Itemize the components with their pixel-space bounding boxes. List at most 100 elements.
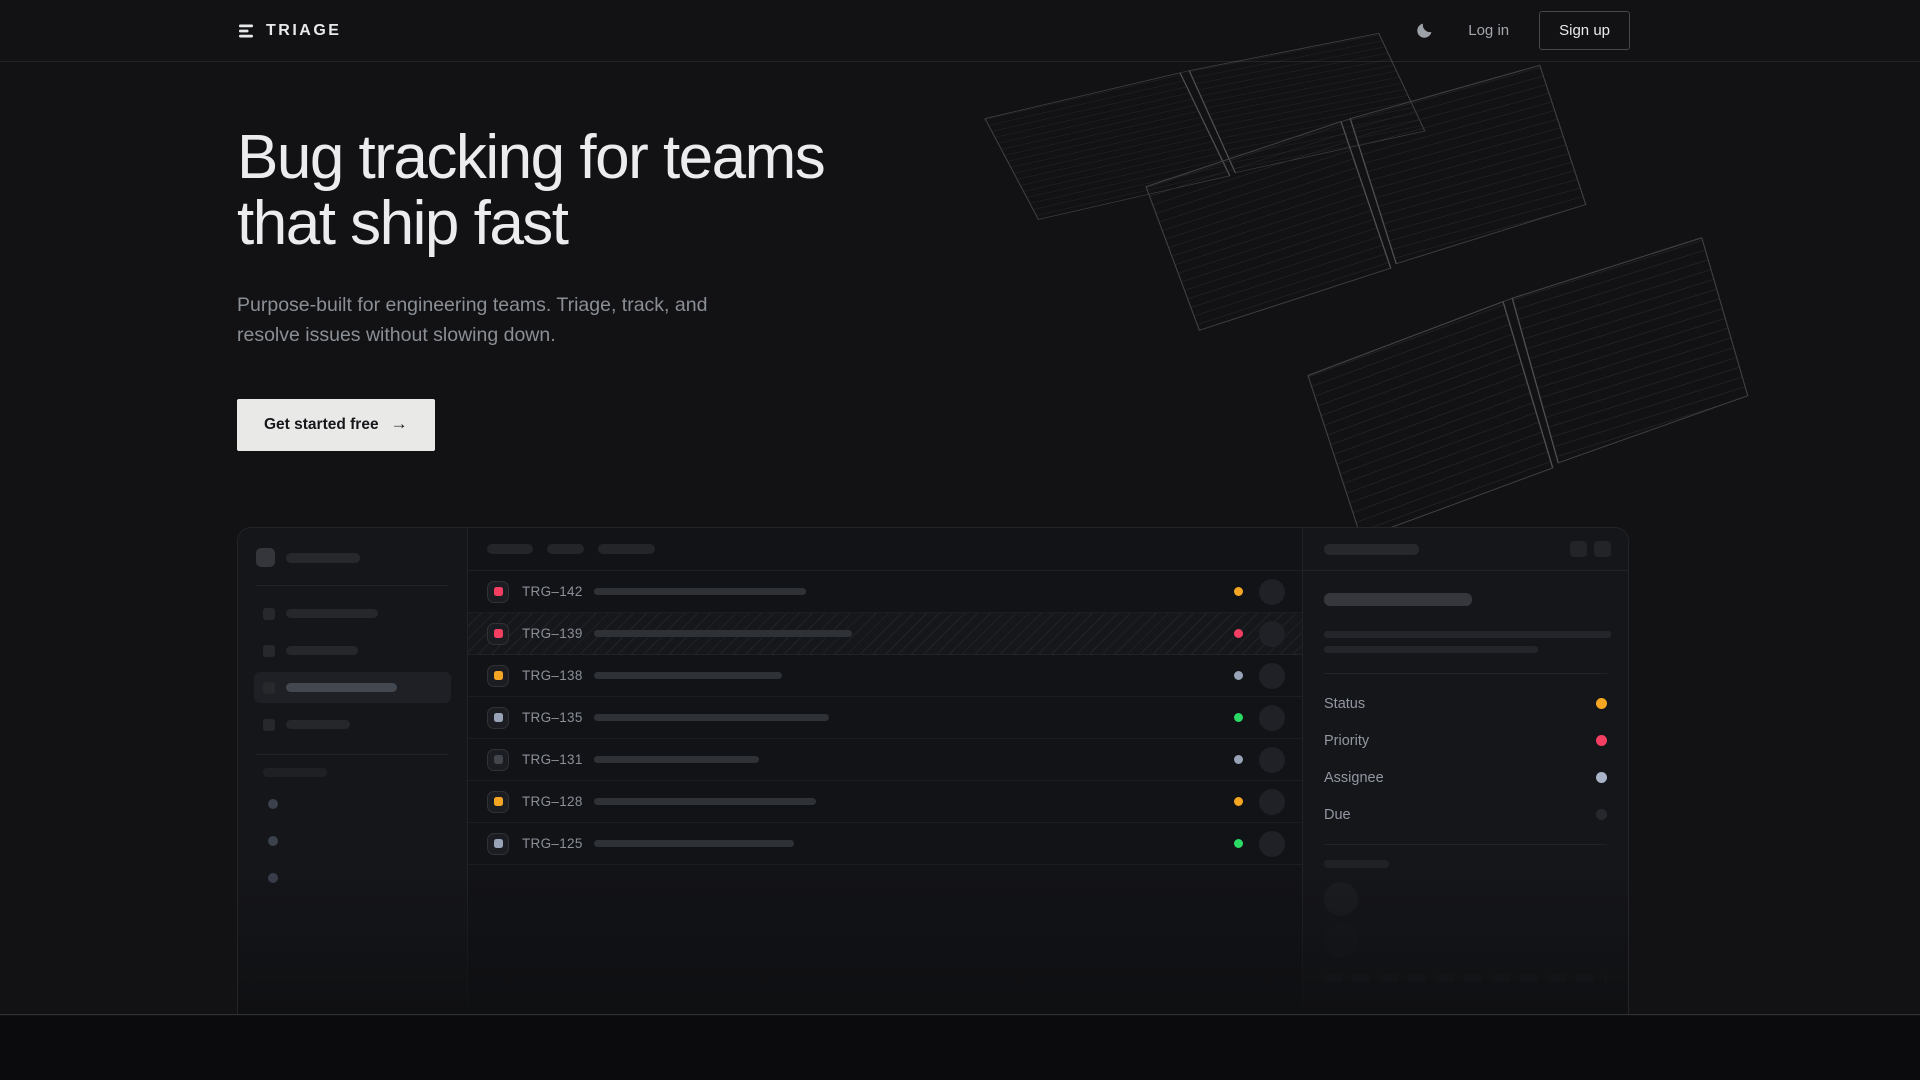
issue-avatar-placeholder <box>1259 620 1285 647</box>
section-label-skeleton <box>263 768 327 777</box>
issue-list: TRG–142 TRG–139 TRG–138 TRG–135 TRG–131 <box>468 571 1302 865</box>
issue-priority-fill <box>493 629 503 638</box>
signup-button[interactable]: Sign up <box>1539 11 1630 50</box>
issue-id: TRG–138 <box>522 668 583 683</box>
sidebar-item-skeleton-active <box>254 672 451 703</box>
issue-status-dot <box>1234 671 1243 680</box>
login-link[interactable]: Log in <box>1468 22 1510 39</box>
hero-title-line2: that ship fast <box>237 189 569 258</box>
issue-row: TRG–139 <box>468 613 1302 655</box>
detail-field-dot <box>1596 772 1607 783</box>
app-preview-card: TRG–142 TRG–139 TRG–138 TRG–135 TRG–131 <box>237 527 1629 1014</box>
detail-field-label: Status <box>1324 695 1366 712</box>
issue-row: TRG–131 <box>468 739 1302 781</box>
detail-action-placeholder <box>1570 541 1587 557</box>
issue-row: TRG–125 <box>468 823 1302 865</box>
issue-id: TRG–131 <box>522 752 583 767</box>
issue-priority-fill <box>493 755 503 764</box>
avatar-placeholder <box>1324 882 1358 916</box>
detail-field-label: Due <box>1324 806 1351 823</box>
get-started-button[interactable]: Get started free → <box>237 399 435 451</box>
hero-subtitle-line2: resolve issues without slowing down. <box>237 324 556 346</box>
skeleton-bar <box>1324 543 1419 555</box>
issue-row: TRG–135 <box>468 697 1302 739</box>
brand-name: TRIAGE <box>266 21 342 39</box>
issue-avatar-placeholder <box>1259 662 1285 689</box>
issue-priority-icon <box>487 664 509 687</box>
tab-skeleton <box>547 544 584 554</box>
issue-avatar-placeholder <box>1259 830 1285 857</box>
skeleton-bar <box>286 683 397 692</box>
skeleton-bar <box>286 609 378 618</box>
detail-field-dot <box>1596 698 1607 709</box>
nav-icon-placeholder <box>263 644 275 657</box>
issue-avatar-placeholder <box>1259 788 1285 815</box>
issue-status-dot <box>1234 797 1243 806</box>
top-nav: TRIAGE Log in Sign up <box>0 0 1920 62</box>
detail-field-row: Status <box>1324 685 1607 722</box>
issue-priority-fill <box>493 671 503 680</box>
list-dot-placeholder <box>268 836 278 846</box>
issue-row: TRG–142 <box>468 571 1302 613</box>
sidebar-item-skeleton <box>254 598 451 629</box>
issue-priority-icon <box>487 748 509 771</box>
hero-title: Bug tracking for teams that ship fast <box>237 125 826 258</box>
detail-title-skeleton <box>1324 593 1472 606</box>
issue-id: TRG–142 <box>522 584 583 599</box>
detail-field-label: Assignee <box>1324 769 1384 786</box>
issue-priority-icon <box>487 622 509 645</box>
detail-desc-skeleton <box>1324 631 1611 638</box>
skeleton-bar <box>286 646 358 655</box>
issue-row: TRG–128 <box>468 781 1302 823</box>
workspace-icon <box>256 548 275 567</box>
hero-subtitle-line1: Purpose-built for engineering teams. Tri… <box>237 294 708 316</box>
issue-title-skeleton <box>594 714 829 721</box>
detail-field-dot <box>1596 809 1607 820</box>
hero-subtitle: Purpose-built for engineering teams. Tri… <box>237 290 707 350</box>
detail-body: Status Priority Assignee Due <box>1303 571 1628 982</box>
nav-icon-placeholder <box>263 718 275 731</box>
avatar-placeholder <box>1324 924 1358 958</box>
divider <box>1324 673 1607 674</box>
detail-fields: Status Priority Assignee Due <box>1324 685 1607 833</box>
sidebar-item-skeleton <box>254 709 451 740</box>
brand: TRIAGE <box>237 22 341 40</box>
detail-field-row: Priority <box>1324 722 1607 759</box>
issue-id: TRG–135 <box>522 710 583 725</box>
issue-priority-fill <box>493 839 503 848</box>
detail-field-row: Assignee <box>1324 759 1607 796</box>
issue-id: TRG–128 <box>522 794 583 809</box>
detail-action-placeholder <box>1594 541 1611 557</box>
workspace-row <box>256 548 449 567</box>
issue-title-skeleton <box>594 588 806 595</box>
detail-field-label: Priority <box>1324 732 1370 749</box>
sidebar-nav-skeleton <box>254 598 451 740</box>
preview-sidebar <box>238 528 468 1014</box>
skeleton-bar <box>286 552 360 563</box>
issue-title-skeleton <box>594 672 782 679</box>
issue-status-dot <box>1234 755 1243 764</box>
issue-title-skeleton <box>594 756 759 763</box>
timeline-ticks-skeleton <box>1324 974 1607 982</box>
theme-toggle-button[interactable] <box>1411 17 1438 44</box>
sidebar-item-skeleton <box>254 635 451 666</box>
issue-status-dot <box>1234 839 1243 848</box>
tab-skeleton <box>487 544 533 554</box>
issue-title-skeleton <box>594 630 852 637</box>
divider <box>256 585 449 586</box>
detail-field-dot <box>1596 735 1607 746</box>
arrow-right-icon: → <box>390 414 408 433</box>
tab-skeleton <box>598 544 655 554</box>
detail-desc-skeleton <box>1324 646 1538 653</box>
issue-priority-icon <box>487 832 509 855</box>
issue-avatar-placeholder <box>1259 746 1285 773</box>
issue-title-skeleton <box>594 840 794 847</box>
list-header <box>468 528 1302 571</box>
preview-detail-pane: Status Priority Assignee Due <box>1302 528 1628 1014</box>
list-dot-placeholder <box>268 799 278 809</box>
issue-priority-icon <box>487 580 509 603</box>
issue-status-dot <box>1234 587 1243 596</box>
issue-id: TRG–139 <box>522 626 583 641</box>
nav-icon-placeholder <box>263 607 275 620</box>
